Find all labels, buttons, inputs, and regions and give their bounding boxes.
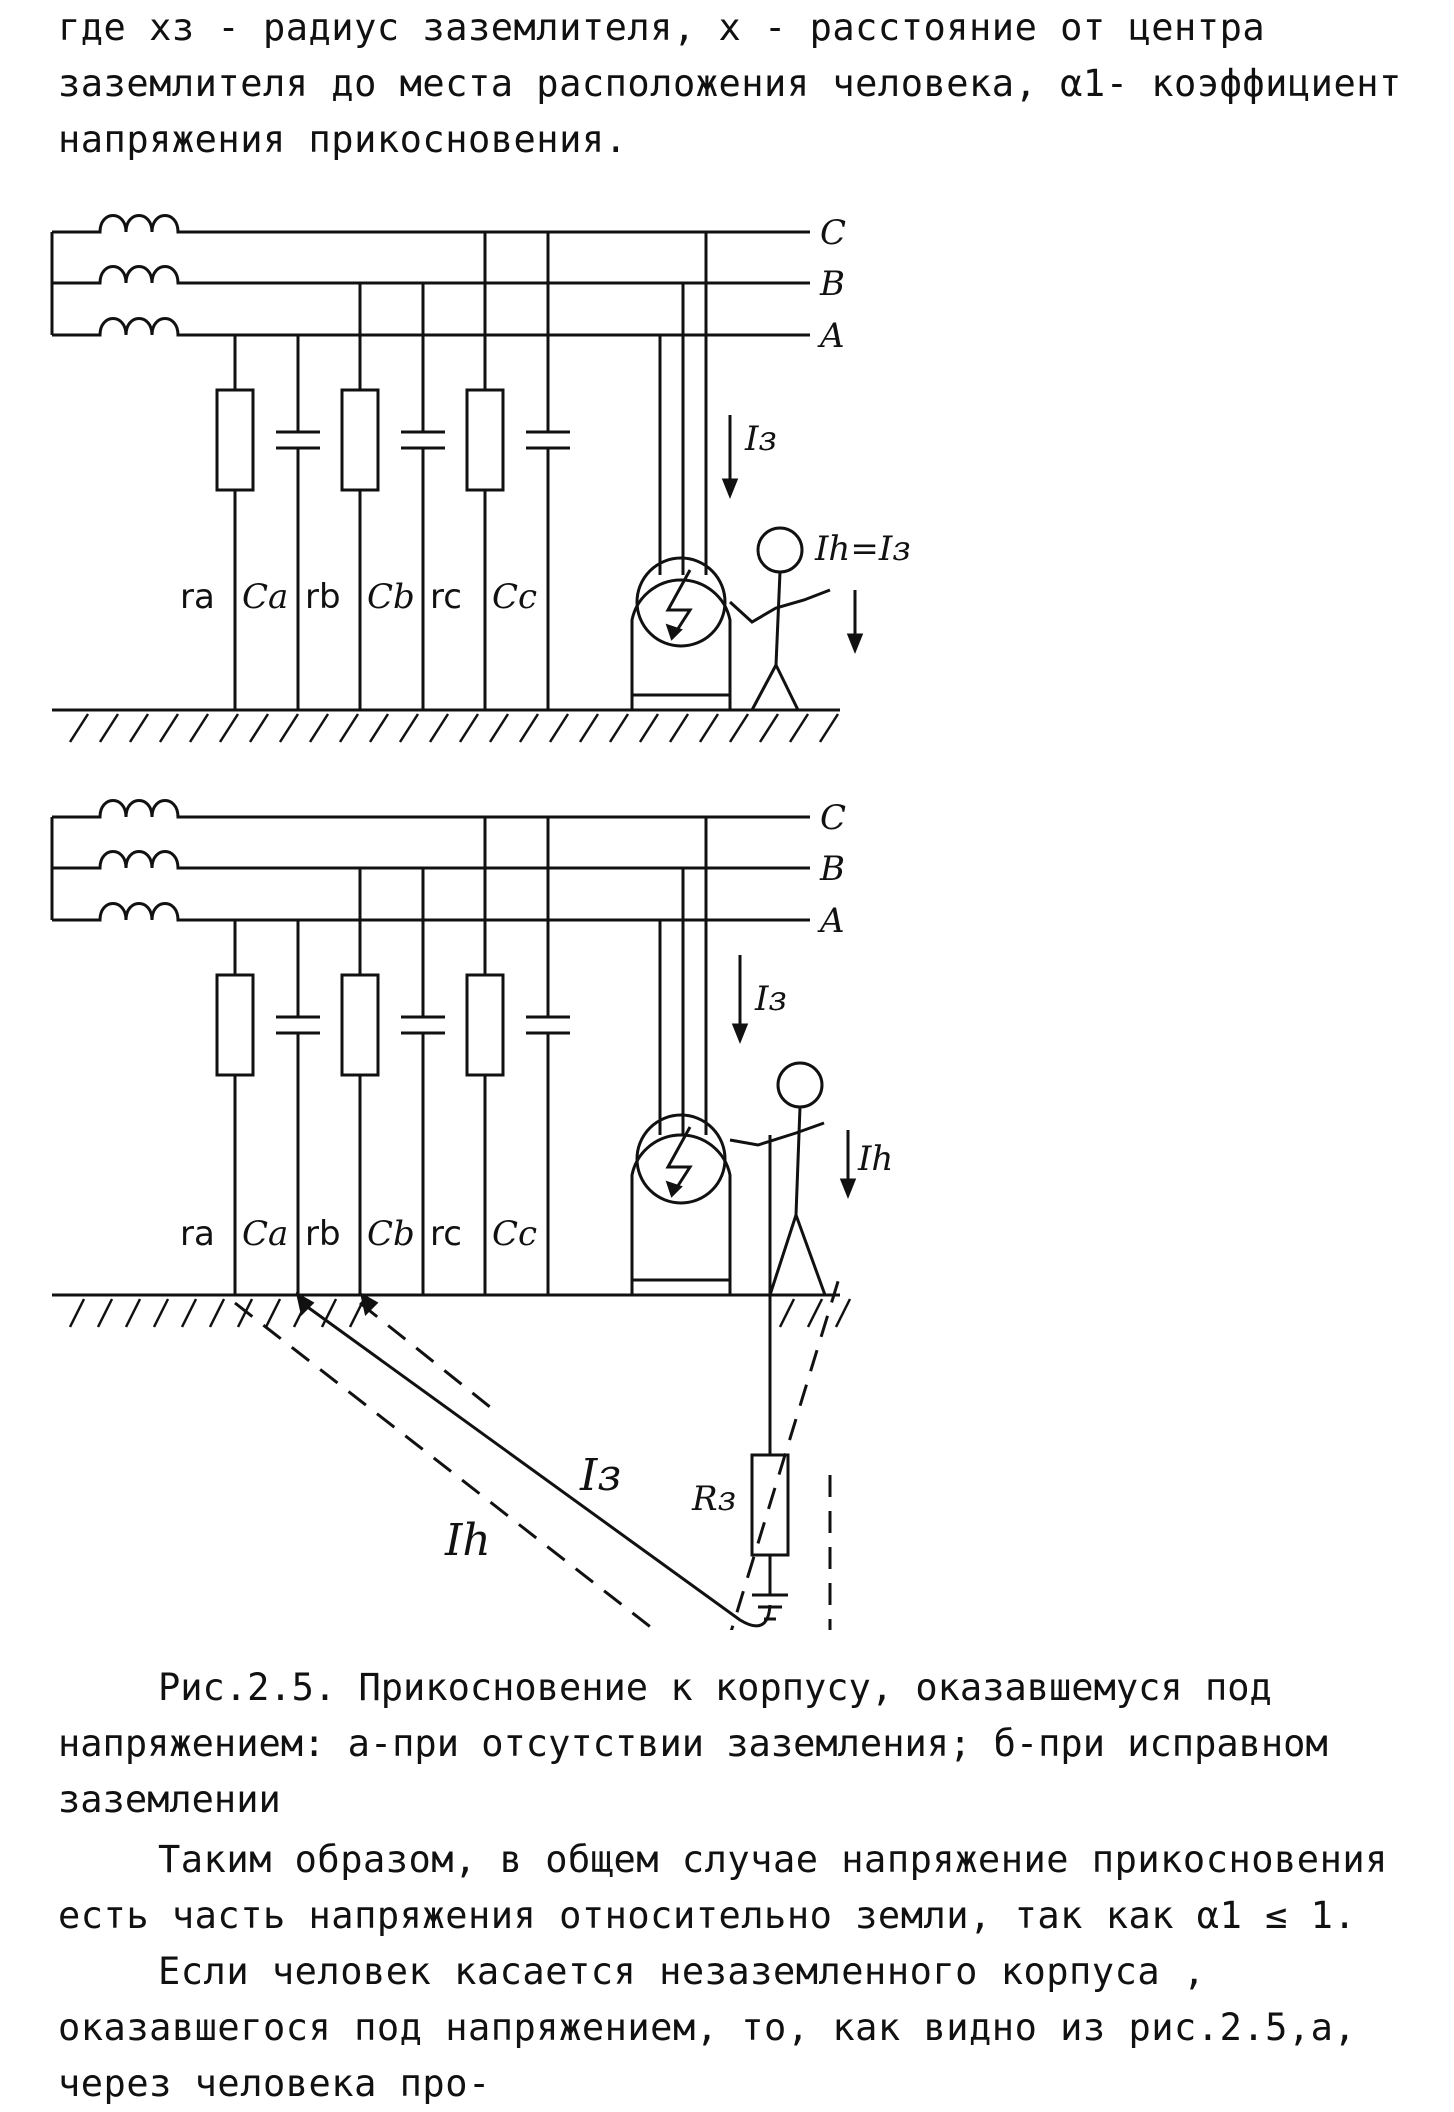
phase-c-label-b: C bbox=[820, 798, 846, 838]
current-ground-label-a: Iз bbox=[744, 419, 777, 459]
panel-a bbox=[50, 214, 864, 743]
phase-c-label-a: C bbox=[820, 213, 846, 253]
current-path-dashed-label: Ih bbox=[444, 1515, 491, 1566]
paragraph-1: Таким образом, в общем случае напряжение… bbox=[58, 1838, 1388, 1937]
phase-b-label-b: B bbox=[819, 849, 845, 889]
rc-label-b: rc bbox=[430, 1214, 462, 1254]
phase-a-label-a: A bbox=[817, 316, 845, 356]
ra-label-a: ra bbox=[180, 577, 215, 617]
coil-c bbox=[52, 214, 205, 234]
rb-label-b: rb bbox=[305, 1214, 341, 1254]
circuit-diagram: C B A ra Ca rb Cb rc Cc Iз Ih=Iз а) C B … bbox=[50, 213, 911, 1630]
current-human-label-a: Ih=Iз bbox=[814, 529, 911, 569]
coil-a bbox=[52, 317, 205, 337]
panel-b bbox=[50, 799, 857, 1630]
ca-label-a: Ca bbox=[242, 577, 288, 617]
ra-label-b: ra bbox=[180, 1214, 215, 1254]
coil-b bbox=[52, 265, 205, 285]
paragraph-2: Если человек касается незаземленного кор… bbox=[58, 1950, 1357, 2105]
cc-label-a: Cc bbox=[492, 577, 537, 617]
figure-caption: Рис.2.5. Прикосновение к корпусу, оказав… bbox=[58, 1666, 1328, 1821]
current-ground-label-b: Iз bbox=[754, 979, 787, 1019]
current-path-solid-label: Iз bbox=[579, 1450, 621, 1501]
cb-label-b: Cb bbox=[367, 1214, 415, 1254]
rc-label-a: rc bbox=[430, 577, 462, 617]
intro-paragraph: где xз - радиус заземлителя, x - расстоя… bbox=[58, 6, 1402, 161]
rb-label-a: rb bbox=[305, 577, 341, 617]
phase-a-label-b: A bbox=[817, 901, 845, 941]
cb-label-a: Cb bbox=[367, 577, 415, 617]
ground-resistance-label: Rз bbox=[691, 1479, 736, 1519]
cc-label-b: Cc bbox=[492, 1214, 537, 1254]
phase-b-label-a: B bbox=[819, 264, 845, 304]
ca-label-b: Ca bbox=[242, 1214, 288, 1254]
current-human-label-b: Ih bbox=[857, 1139, 893, 1179]
